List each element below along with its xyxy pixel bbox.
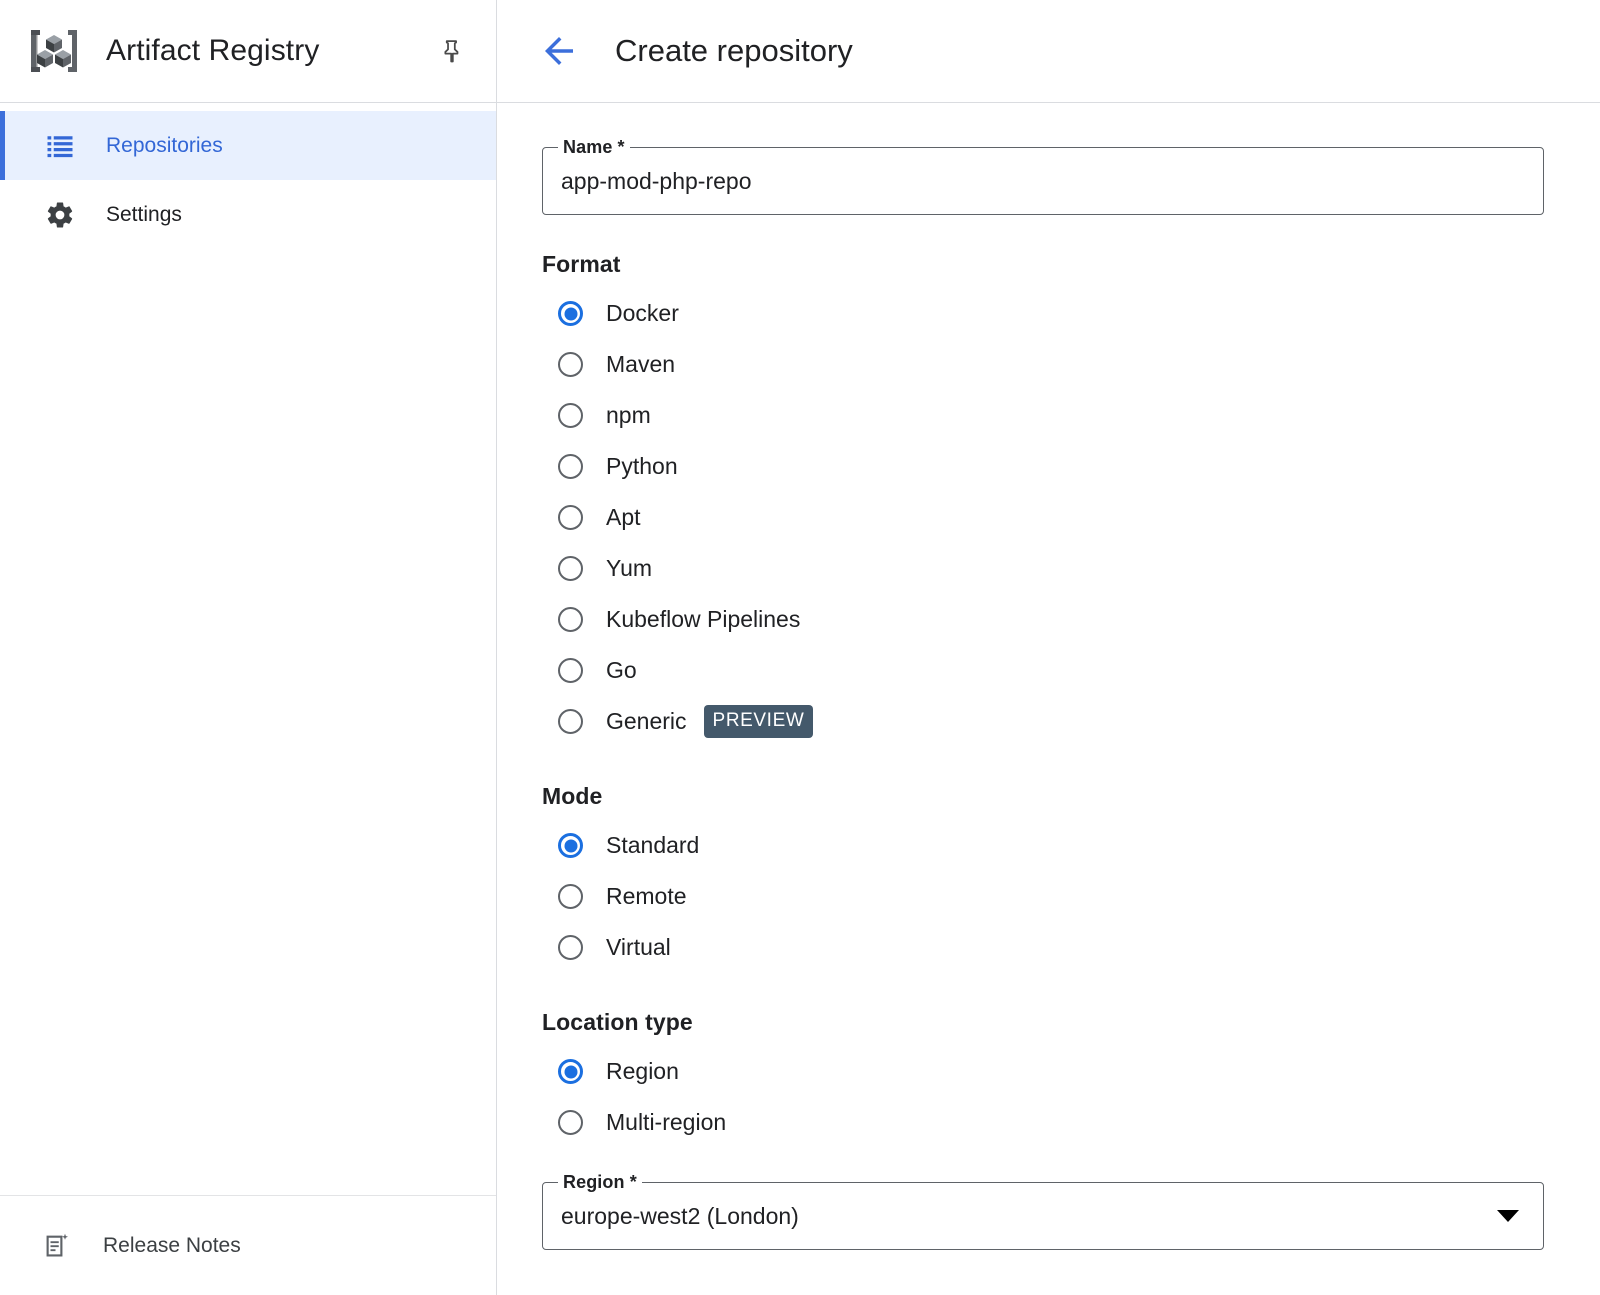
radio-icon[interactable] xyxy=(558,607,583,632)
format-option-label: Docker xyxy=(606,300,679,326)
release-notes-link[interactable]: Release Notes xyxy=(0,1195,496,1295)
format-option-yum[interactable]: Yum xyxy=(542,543,652,594)
chevron-down-icon[interactable] xyxy=(1497,1210,1519,1222)
name-input[interactable]: app-mod-php-repo xyxy=(561,168,752,194)
preview-badge: PREVIEW xyxy=(703,705,814,738)
gear-icon xyxy=(45,200,75,230)
sidebar-item-label: Settings xyxy=(106,202,182,226)
name-field-label: Name * xyxy=(558,137,630,157)
format-option-kubeflow-pipelines[interactable]: Kubeflow Pipelines xyxy=(542,594,800,645)
main-content: Create repository Name * app-mod-php-rep… xyxy=(497,0,1600,1295)
list-icon xyxy=(45,131,75,161)
format-option-label: npm xyxy=(606,402,651,428)
mode-option-virtual[interactable]: Virtual xyxy=(542,922,671,973)
format-option-label: Python xyxy=(606,453,678,479)
main-header: Create repository xyxy=(497,0,1600,103)
format-option-npm[interactable]: npm xyxy=(542,390,651,441)
product-title: Artifact Registry xyxy=(106,34,320,67)
radio-icon[interactable] xyxy=(558,658,583,683)
release-notes-label: Release Notes xyxy=(103,1233,241,1257)
radio-icon[interactable] xyxy=(558,556,583,581)
sidebar: Artifact Registry xyxy=(0,0,497,1295)
format-option-label: Kubeflow Pipelines xyxy=(606,606,801,632)
pin-icon[interactable] xyxy=(432,31,472,71)
sidebar-item-label: Repositories xyxy=(106,133,223,157)
format-option-generic[interactable]: Generic PREVIEW xyxy=(542,696,814,747)
radio-icon[interactable] xyxy=(558,709,583,734)
format-section: Format Docker Maven npm Python xyxy=(542,251,1545,747)
release-notes-icon xyxy=(42,1231,72,1261)
radio-icon[interactable] xyxy=(558,1059,583,1084)
format-option-python[interactable]: Python xyxy=(542,441,678,492)
format-option-label: Maven xyxy=(606,351,676,377)
radio-icon[interactable] xyxy=(558,935,583,960)
location-type-section: Location type Region Multi-region xyxy=(542,1009,1545,1148)
region-select-label: Region * xyxy=(558,1172,642,1192)
radio-icon[interactable] xyxy=(558,1110,583,1135)
region-select-value: europe-west2 (London) xyxy=(561,1203,799,1229)
sidebar-spacer xyxy=(0,249,496,1195)
radio-icon[interactable] xyxy=(558,833,583,858)
region-select[interactable]: Region * europe-west2 (London) xyxy=(542,1172,1544,1250)
mode-option-label: Standard xyxy=(606,832,700,858)
radio-icon[interactable] xyxy=(558,352,583,377)
arrow-left-icon[interactable] xyxy=(535,27,583,75)
create-repository-form: Name * app-mod-php-repo Format Docker Ma… xyxy=(497,103,1600,1250)
sidebar-item-settings[interactable]: Settings xyxy=(0,180,496,249)
artifact-registry-logo-icon xyxy=(26,23,82,79)
format-option-go[interactable]: Go xyxy=(542,645,637,696)
format-option-label: Apt xyxy=(606,504,641,530)
format-heading: Format xyxy=(542,251,621,277)
radio-icon[interactable] xyxy=(558,454,583,479)
mode-option-label: Virtual xyxy=(606,934,671,960)
name-field[interactable]: Name * app-mod-php-repo xyxy=(542,137,1544,215)
format-option-label: Generic xyxy=(606,708,687,734)
page-title: Create repository xyxy=(615,33,853,68)
mode-section: Mode Standard Remote Virtual xyxy=(542,783,1545,973)
radio-icon[interactable] xyxy=(558,301,583,326)
format-option-label: Yum xyxy=(606,555,653,581)
location-type-option-multi-region[interactable]: Multi-region xyxy=(542,1097,726,1148)
radio-icon[interactable] xyxy=(558,884,583,909)
location-type-option-label: Region xyxy=(606,1058,679,1084)
region-field-wrapper: Region * europe-west2 (London) xyxy=(542,1172,1545,1250)
mode-heading: Mode xyxy=(542,783,603,809)
sidebar-header: Artifact Registry xyxy=(0,0,496,103)
location-type-heading: Location type xyxy=(542,1009,693,1035)
format-option-label: Go xyxy=(606,657,637,683)
mode-option-remote[interactable]: Remote xyxy=(542,871,687,922)
format-option-docker[interactable]: Docker xyxy=(542,288,679,339)
mode-option-standard[interactable]: Standard xyxy=(542,820,699,871)
location-type-option-label: Multi-region xyxy=(606,1109,727,1135)
sidebar-nav: Repositories Settings xyxy=(0,103,496,249)
location-type-option-region[interactable]: Region xyxy=(542,1046,679,1097)
mode-option-label: Remote xyxy=(606,883,687,909)
radio-icon[interactable] xyxy=(558,505,583,530)
format-option-maven[interactable]: Maven xyxy=(542,339,675,390)
sidebar-item-repositories[interactable]: Repositories xyxy=(0,111,496,180)
radio-icon[interactable] xyxy=(558,403,583,428)
format-option-apt[interactable]: Apt xyxy=(542,492,641,543)
